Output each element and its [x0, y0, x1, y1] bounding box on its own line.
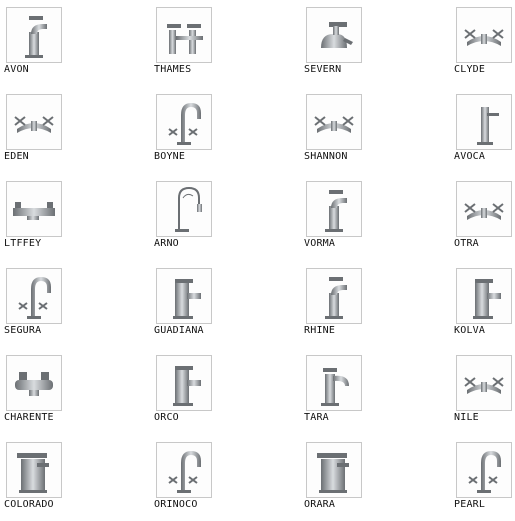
product-card[interactable]: OTRA [452, 174, 515, 258]
cross-head-mixer-icon[interactable] [456, 7, 512, 63]
product-name[interactable]: OTRA [454, 238, 479, 249]
wall-bath-mixer-icon[interactable] [6, 181, 62, 237]
product-name[interactable]: ORCO [154, 412, 179, 423]
product-name[interactable]: TARA [304, 412, 329, 423]
product-name[interactable]: KOLVA [454, 325, 486, 336]
single-lever-tap-icon[interactable] [306, 181, 362, 237]
product-card[interactable]: TARA [302, 348, 412, 432]
product-card[interactable]: EDEN [2, 87, 112, 171]
product-name[interactable]: PEARL [454, 499, 486, 510]
product-card[interactable]: ORCO [152, 348, 262, 432]
product-name[interactable]: SEVERN [304, 64, 342, 75]
two-handle-tap-icon[interactable] [156, 7, 212, 63]
swan-neck-mixer-icon[interactable] [456, 442, 512, 498]
product-name[interactable]: ARNO [154, 238, 179, 249]
product-name[interactable]: AVOCA [454, 151, 486, 162]
square-lever-tap-icon[interactable] [456, 268, 512, 324]
bath-shower-mixer-icon[interactable] [6, 355, 62, 411]
product-name[interactable]: COLORADO [4, 499, 54, 510]
product-card[interactable]: NILE [452, 348, 515, 432]
lever-basin-mixer-icon[interactable] [306, 7, 362, 63]
cross-head-mixer-icon[interactable] [6, 94, 62, 150]
cross-head-mixer-icon[interactable] [456, 355, 512, 411]
waterfall-tap-icon[interactable] [306, 442, 362, 498]
product-name[interactable]: SEGURA [4, 325, 42, 336]
product-card[interactable]: ARNO [152, 174, 262, 258]
product-name[interactable]: ORARA [304, 499, 336, 510]
swan-neck-mixer-icon[interactable] [156, 442, 212, 498]
square-lever-tap-icon[interactable] [156, 355, 212, 411]
pull-out-spray-tap-icon[interactable] [156, 181, 212, 237]
single-lever-tap-icon[interactable] [306, 268, 362, 324]
product-card[interactable]: BOYNE [152, 87, 262, 171]
product-card[interactable]: ORARA [302, 435, 412, 519]
product-name[interactable]: EDEN [4, 151, 29, 162]
product-card[interactable]: AVON [2, 0, 112, 84]
product-name[interactable]: NILE [454, 412, 479, 423]
product-name[interactable]: BOYNE [154, 151, 186, 162]
product-name[interactable]: AVON [4, 64, 29, 75]
single-lever-tap-icon[interactable] [6, 7, 62, 63]
waterfall-tap-icon[interactable] [6, 442, 62, 498]
product-card[interactable]: RHINE [302, 261, 412, 345]
product-card[interactable]: THAMES [152, 0, 262, 84]
product-name[interactable]: SHANNON [304, 151, 348, 162]
product-name[interactable]: ORINOCO [154, 499, 198, 510]
product-name[interactable]: LTFFEY [4, 238, 42, 249]
product-name[interactable]: RHINE [304, 325, 336, 336]
product-name[interactable]: VORMA [304, 238, 336, 249]
product-card[interactable]: GUADIANA [152, 261, 262, 345]
product-card[interactable]: PEARL [452, 435, 515, 519]
swan-neck-mixer-icon[interactable] [6, 268, 62, 324]
product-card[interactable]: SEGURA [2, 261, 112, 345]
product-name[interactable]: CHARENTE [4, 412, 54, 423]
product-card[interactable]: CHARENTE [2, 348, 112, 432]
product-card[interactable]: ORINOCO [152, 435, 262, 519]
swan-neck-mixer-icon[interactable] [156, 94, 212, 150]
square-lever-tap-icon[interactable] [156, 268, 212, 324]
product-card[interactable]: VORMA [302, 174, 412, 258]
tall-single-lever-tap-icon[interactable] [456, 94, 512, 150]
product-name[interactable]: CLYDE [454, 64, 486, 75]
product-card[interactable]: SEVERN [302, 0, 412, 84]
product-card[interactable]: AVOCA [452, 87, 515, 171]
cross-head-mixer-icon[interactable] [306, 94, 362, 150]
product-card[interactable]: KOLVA [452, 261, 515, 345]
product-card[interactable]: COLORADO [2, 435, 112, 519]
product-name[interactable]: GUADIANA [154, 325, 204, 336]
product-name[interactable]: THAMES [154, 64, 192, 75]
cross-head-mixer-icon[interactable] [456, 181, 512, 237]
product-card[interactable]: CLYDE [452, 0, 515, 84]
product-card[interactable]: LTFFEY [2, 174, 112, 258]
product-card[interactable]: SHANNON [302, 87, 412, 171]
curved-spout-tap-icon[interactable] [306, 355, 362, 411]
